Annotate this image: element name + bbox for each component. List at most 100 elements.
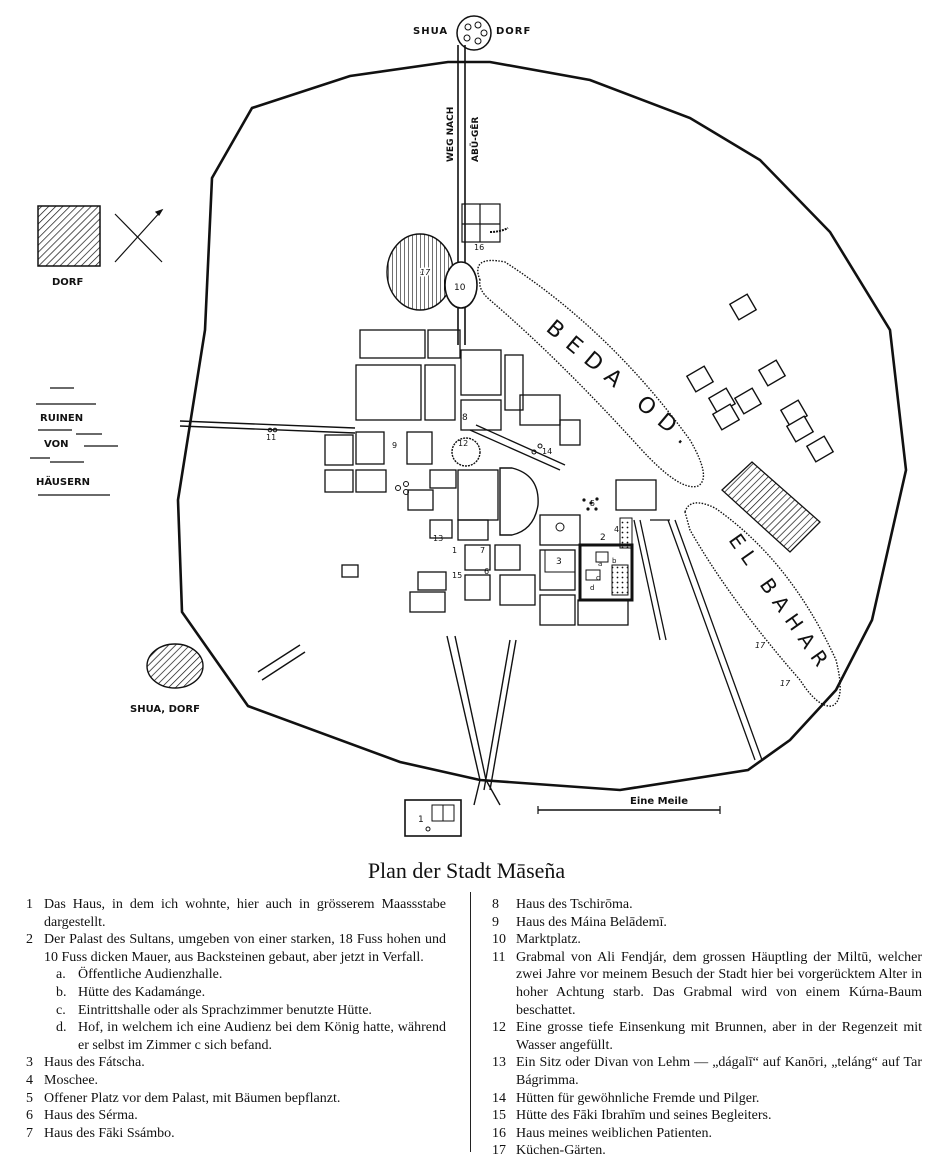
shua-dorf-bottom-label: SHUA, DORF: [130, 704, 200, 715]
hatched-field-east: [721, 461, 821, 553]
label-11: 11: [266, 433, 276, 442]
plan-title: Plan der Stadt Māseña: [367, 858, 566, 883]
house-1-inset: [404, 799, 462, 837]
legend-entry-text: Ein Sitz oder Divan von Lehm — „dágalī“ …: [516, 1055, 922, 1088]
mosque-4: [619, 517, 633, 549]
legend-entry-text: Hütte des Fāki Ibrahīm und seines Beglei…: [516, 1108, 772, 1124]
legend-entry-text: Küchen-Gärten.: [516, 1143, 606, 1159]
legend-entry: d.Hof, in welchem ich eine Audienz bei d…: [26, 1019, 446, 1054]
legend-entry-text: Haus des Sérma.: [44, 1108, 138, 1124]
legend-entry-text: Haus des Fátscha.: [44, 1055, 145, 1071]
ruinen-label: RUINEN: [40, 413, 83, 424]
label-15: 15: [452, 571, 462, 580]
legend-entry-text: Grabmal von Ali Fendjár, dem grossen Häu…: [516, 949, 922, 1018]
depression-12: [451, 437, 481, 467]
label-1-inset: 1: [418, 815, 424, 825]
palace-2: [578, 543, 634, 602]
label-2: 2: [600, 533, 606, 543]
legend-entry-number: 2: [26, 932, 33, 948]
compass-icon: [114, 208, 164, 263]
ruinen-von-haeusern: RUINEN VON HÄUSERN: [30, 387, 118, 496]
label-10: 10: [454, 283, 466, 293]
legend-entry-number: 8: [492, 897, 499, 912]
label-9: 9: [392, 441, 397, 450]
label-d: d: [590, 584, 594, 592]
legend-entry-number: 5: [26, 1090, 33, 1106]
northeast-huts: [685, 293, 835, 463]
marketplace-10: [444, 261, 478, 309]
legend-entry: 8 Haus des Tschirōma.: [492, 896, 922, 914]
town-wall: [176, 60, 908, 792]
legend-entry-number: 9: [492, 914, 499, 930]
legend-entry-text: Haus des Máina Belādemī.: [516, 914, 667, 930]
road-east: [469, 424, 566, 471]
legend-entry-number: 16: [492, 1125, 506, 1141]
scale-label: Eine Meile: [630, 796, 688, 807]
legend-entry: b. Hütte des Kadamánge.: [26, 984, 446, 1002]
legend-entry: 4 Moschee.: [26, 1072, 446, 1090]
road-west: [179, 420, 356, 434]
legend-entry-number: 11: [492, 949, 506, 965]
von-label: VON: [44, 439, 68, 450]
legend-entry-text: Moschee.: [44, 1072, 99, 1088]
legend-entry-number: d.: [56, 1020, 67, 1036]
legend-entry-number: 4: [26, 1072, 33, 1088]
legend-entry-text: Haus des Fāki Ssámbo.: [44, 1125, 175, 1141]
shua-dorf-bottom-hatched: [146, 643, 204, 689]
legend-entry-number: 6: [26, 1108, 33, 1124]
label-17-east-b: 17: [780, 679, 791, 688]
legend-entry-number: b.: [56, 984, 67, 1000]
legend-entry-text: Hütte des Kadamánge.: [78, 984, 206, 1000]
dorf-square-label: DORF: [52, 277, 83, 288]
legend-entry-number: 15: [492, 1108, 506, 1124]
legend-entry-number: c.: [56, 1002, 66, 1018]
legend-entry-text: Marktplatz.: [516, 932, 581, 948]
legend-entry-text: Offener Platz vor dem Palast, mit Bäumen…: [44, 1090, 341, 1106]
scale-bar: Eine Meile: [537, 796, 721, 814]
legend-entry: 3 Haus des Fátscha.: [26, 1054, 446, 1072]
legend-entry: 9 Haus des Máina Belādemī.: [492, 914, 922, 932]
legend-entry-number: 3: [26, 1055, 33, 1071]
legend-entry: 15 Hütte des Fāki Ibrahīm und seines Begl…: [492, 1107, 922, 1125]
open-place-5: [499, 467, 539, 536]
label-6: 6: [484, 567, 489, 576]
weg-nach-label: WEG NACH: [446, 107, 456, 162]
legend-entry: 2 Der Palast des Sultans, umgeben von ein…: [26, 931, 446, 966]
legend-divider: [470, 892, 471, 1152]
label-5: 5: [590, 499, 595, 508]
legend-entry: 11 Grabmal von Ali Fendjár, dem grossen H…: [492, 949, 922, 1019]
label-3: 3: [556, 557, 562, 567]
label-8: 8: [462, 413, 468, 423]
trees-5: [582, 497, 599, 511]
house-16: [461, 203, 501, 243]
legend-entry: c.Eintrittshalle oder als Sprachzimmer b…: [26, 1002, 446, 1020]
legend-entry-number: 7: [26, 1125, 33, 1141]
el-bahar-label: EL BAHAR: [724, 529, 838, 677]
dorf-square: [37, 205, 101, 267]
label-7: 7: [480, 546, 485, 555]
city-plan-map: SHUA DORF WEG NACH ABŪ-GĒR DORF RUINEN V…: [30, 15, 908, 837]
legend-right: 8 Haus des Tschirōma. 9 Haus des Máina Belā…: [492, 896, 922, 1160]
legend-entry: 5 Offener Platz vor dem Palast, mit Bäume…: [26, 1090, 446, 1108]
shua-label: SHUA: [413, 26, 448, 37]
label-1-center: 1: [452, 546, 457, 555]
dorf-label: DORF: [496, 26, 531, 37]
shua-dorf-top: SHUA DORF: [413, 15, 531, 51]
legend-entry-text: Eine grosse tiefe Einsenkung mit Brunnen…: [516, 1020, 922, 1053]
legend-entry-number: 14: [492, 1090, 506, 1106]
house-3-square: [544, 549, 576, 573]
east-roads: [633, 519, 763, 761]
legend-entry-text: Der Palast des Sultans, umgeben von eine…: [44, 932, 446, 965]
label-b: b: [612, 557, 617, 565]
el-bahar-depression: [684, 502, 841, 707]
legend-entry-text: Haus des Tschirōma.: [516, 897, 633, 912]
beda-label: BEDA OD.: [541, 315, 702, 456]
abu-ger-label: ABŪ-GĒR: [470, 117, 481, 162]
